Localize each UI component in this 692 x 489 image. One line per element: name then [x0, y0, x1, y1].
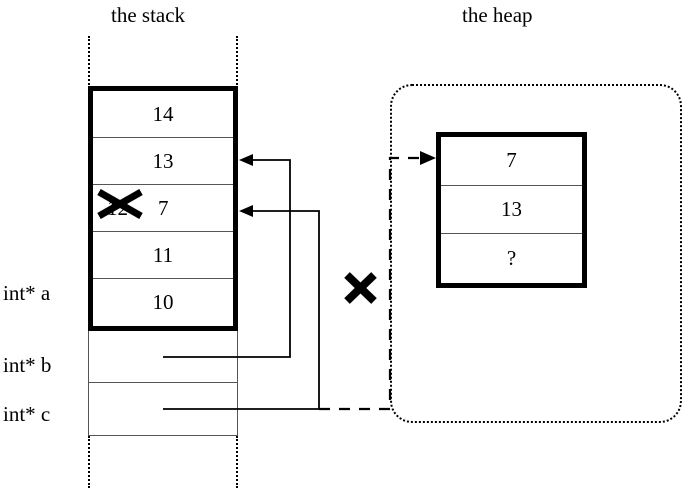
stack-guide-top-left	[88, 36, 90, 88]
stack-cell-new-value: 7	[158, 195, 169, 220]
stack-pointer-slots	[88, 331, 238, 436]
stack-cell-13: 13	[93, 138, 233, 185]
heap-cell-value: 13	[501, 196, 522, 221]
heap-cell-7: 7	[441, 137, 582, 186]
stack-cell-11: 11	[93, 232, 233, 279]
variable-label-a: int* a	[3, 281, 51, 305]
stack-slot-b	[89, 331, 237, 383]
heap-title: the heap	[462, 3, 533, 27]
heap-block: 7 13 ?	[436, 132, 587, 288]
stack-cell-overwritten: 12 7	[93, 185, 233, 232]
stack-guide-bottom-right	[236, 436, 238, 488]
arrowhead-left-icon	[239, 154, 253, 166]
variable-label-b: int* b	[3, 353, 52, 377]
x-mark-icon	[344, 272, 377, 304]
stack-slot-c	[89, 383, 237, 435]
stack-cell-value: 13	[152, 148, 174, 173]
stack-cell-value: 11	[152, 242, 174, 267]
heap-cell-13: 13	[441, 186, 582, 235]
stack-frame: 14 13 12 7 11 10	[88, 86, 238, 331]
stack-title: the stack	[111, 3, 186, 27]
stack-cell-value: 14	[152, 101, 174, 126]
stack-cell-value: 10	[152, 290, 174, 314]
stack-cell-10: 10	[93, 279, 233, 326]
stack-guide-bottom-left	[88, 436, 90, 488]
heap-cell-value: 7	[506, 148, 517, 173]
arrowhead-left-icon	[239, 205, 253, 217]
variable-label-c: int* c	[3, 402, 51, 426]
stack-cell-14: 14	[93, 91, 233, 138]
stack-guide-top-right	[236, 36, 238, 88]
heap-cell-value: ?	[506, 245, 517, 270]
stack-cell-old-value-text: 12	[107, 195, 128, 220]
heap-cell-unknown: ?	[441, 234, 582, 283]
stack-cell-old-value: 12	[97, 188, 143, 220]
